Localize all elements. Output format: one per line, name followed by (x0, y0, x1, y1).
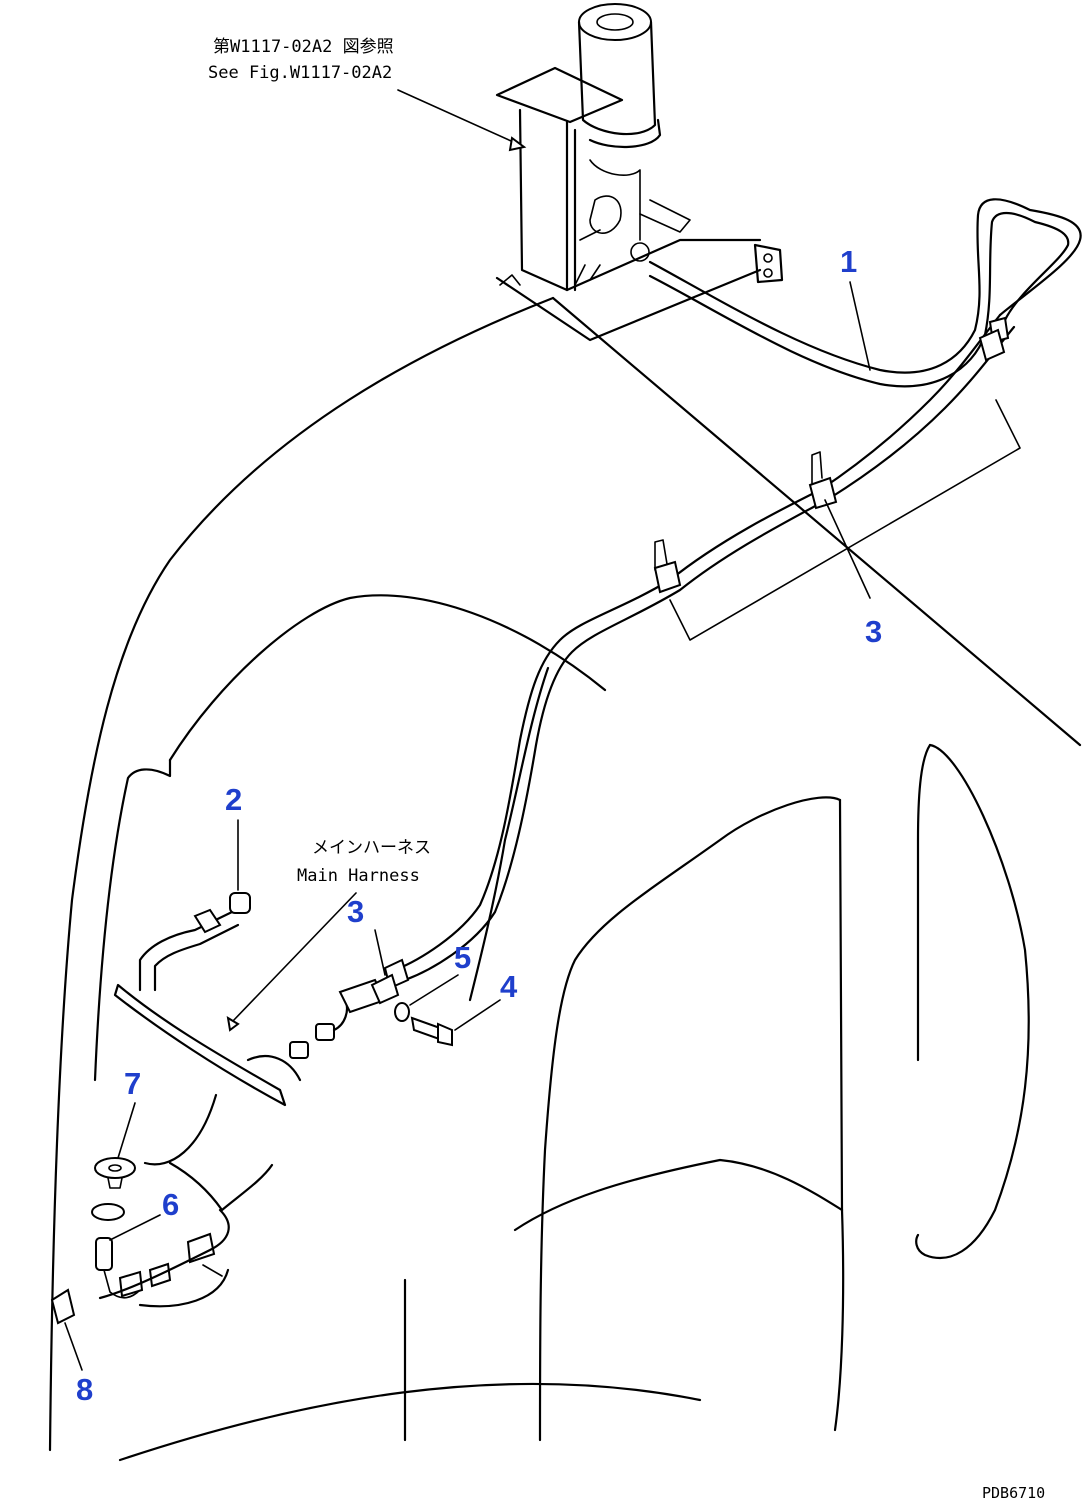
callout-2: 2 (225, 782, 242, 817)
leader-lines (109, 89, 871, 1241)
ref-note-jp: 第W1117-02A2 図参照 (213, 37, 394, 57)
callout-5: 5 (454, 940, 471, 975)
upper-assembly (495, 3, 784, 342)
callout-4: 4 (500, 969, 518, 1004)
callout-7: 7 (124, 1066, 141, 1101)
cab-outline (48, 296, 1082, 1462)
callout-3-lower: 3 (347, 894, 364, 929)
washer-hose (383, 198, 1082, 990)
harness-label-jp: メインハーネス (312, 838, 431, 858)
ref-note-en: See Fig.W1117-02A2 (208, 63, 392, 83)
harness-label-en: Main Harness (297, 866, 420, 886)
callout-8: 8 (76, 1372, 93, 1407)
lower-harness (50, 892, 453, 1371)
drawing-code: PDB6710 (982, 1484, 1045, 1502)
callout-6: 6 (162, 1187, 179, 1222)
callout-1: 1 (840, 244, 857, 279)
callout-3-upper: 3 (865, 614, 882, 649)
